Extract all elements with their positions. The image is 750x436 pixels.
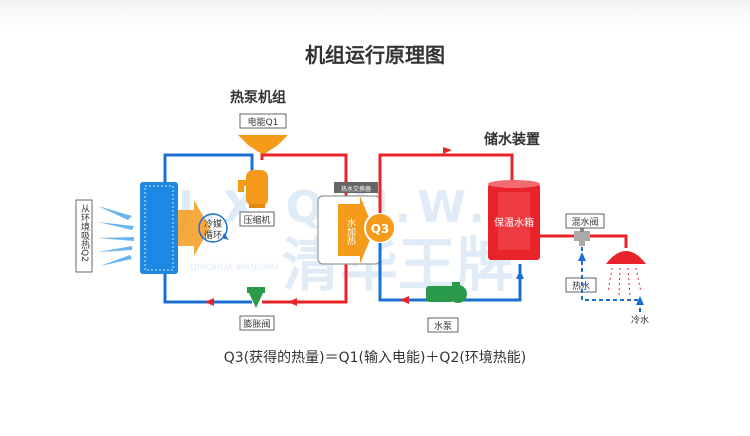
watermark-cn: 清华王牌 — [282, 231, 514, 299]
q3-label: Q3 — [371, 222, 390, 236]
flow-arrow-icon — [288, 298, 297, 306]
shower-head-icon — [606, 251, 646, 297]
refrigerant-label-2: 循环 — [204, 229, 222, 241]
compressor-label: 压缩机 — [243, 214, 270, 226]
ambient-box — [75, 199, 93, 273]
pump-box — [427, 317, 459, 333]
ambient-label: 从环境吸热Q2 — [79, 204, 90, 262]
storage-label: 储水装置 — [483, 131, 540, 148]
formula: Q3(获得的热量)＝Q1(输入电能)＋Q2(环境热能) — [224, 349, 527, 366]
expansion-valve-icon — [247, 287, 265, 308]
storage-tank — [488, 180, 540, 260]
heat-exchanger-label: 热水交换器 — [341, 185, 371, 193]
evaporator — [140, 182, 210, 274]
flow-arrow-icon — [578, 252, 586, 261]
mixing-valve-box — [565, 213, 605, 229]
hot-water-line — [378, 153, 514, 213]
heat-pump-label: 热泵机组 — [230, 89, 286, 106]
compressor-icon — [238, 170, 268, 208]
heat-exchanger — [317, 182, 381, 265]
flow-arrow-icon — [443, 147, 452, 154]
water-pump-icon — [426, 282, 467, 303]
flow-arrow-icon — [516, 270, 524, 279]
refrigerant-label-1: 冷媒 — [204, 218, 222, 230]
watermark-small: QINGHUA WANGPAI — [190, 263, 278, 273]
mixing-to-shower-line — [586, 234, 628, 248]
expansion-valve-label: 膨胀阀 — [243, 318, 270, 330]
water-heating-label: 水加热 — [345, 217, 356, 246]
power-arrow-icon — [238, 135, 288, 155]
pump-label: 水泵 — [434, 320, 452, 332]
flow-arrow-icon — [400, 296, 409, 304]
tank-label: 保温水箱 — [494, 216, 534, 229]
cold-water-label: 冷水 — [631, 314, 649, 326]
refrigerant-cycle — [198, 213, 229, 243]
power-box — [239, 113, 287, 129]
mixing-valve-label: 混水阀 — [571, 216, 598, 228]
flow-arrow-icon — [205, 298, 214, 306]
diagram-title: 机组运行原理图 — [305, 43, 445, 67]
wind-arrows-icon — [98, 206, 134, 266]
compressor-box — [239, 211, 275, 227]
flow-arrow-icon — [636, 296, 644, 305]
power-label: 电能Q1 — [248, 116, 279, 128]
expansion-valve-box — [239, 315, 275, 331]
